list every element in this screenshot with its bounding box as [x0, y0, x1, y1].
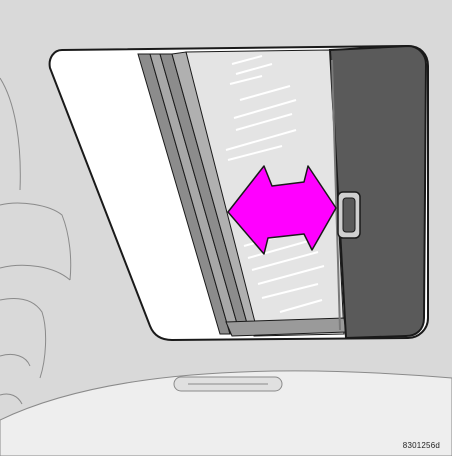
sunshade-handle — [338, 192, 360, 238]
grab-handle — [174, 377, 282, 391]
figure-code-label: 8301256d — [403, 441, 440, 450]
